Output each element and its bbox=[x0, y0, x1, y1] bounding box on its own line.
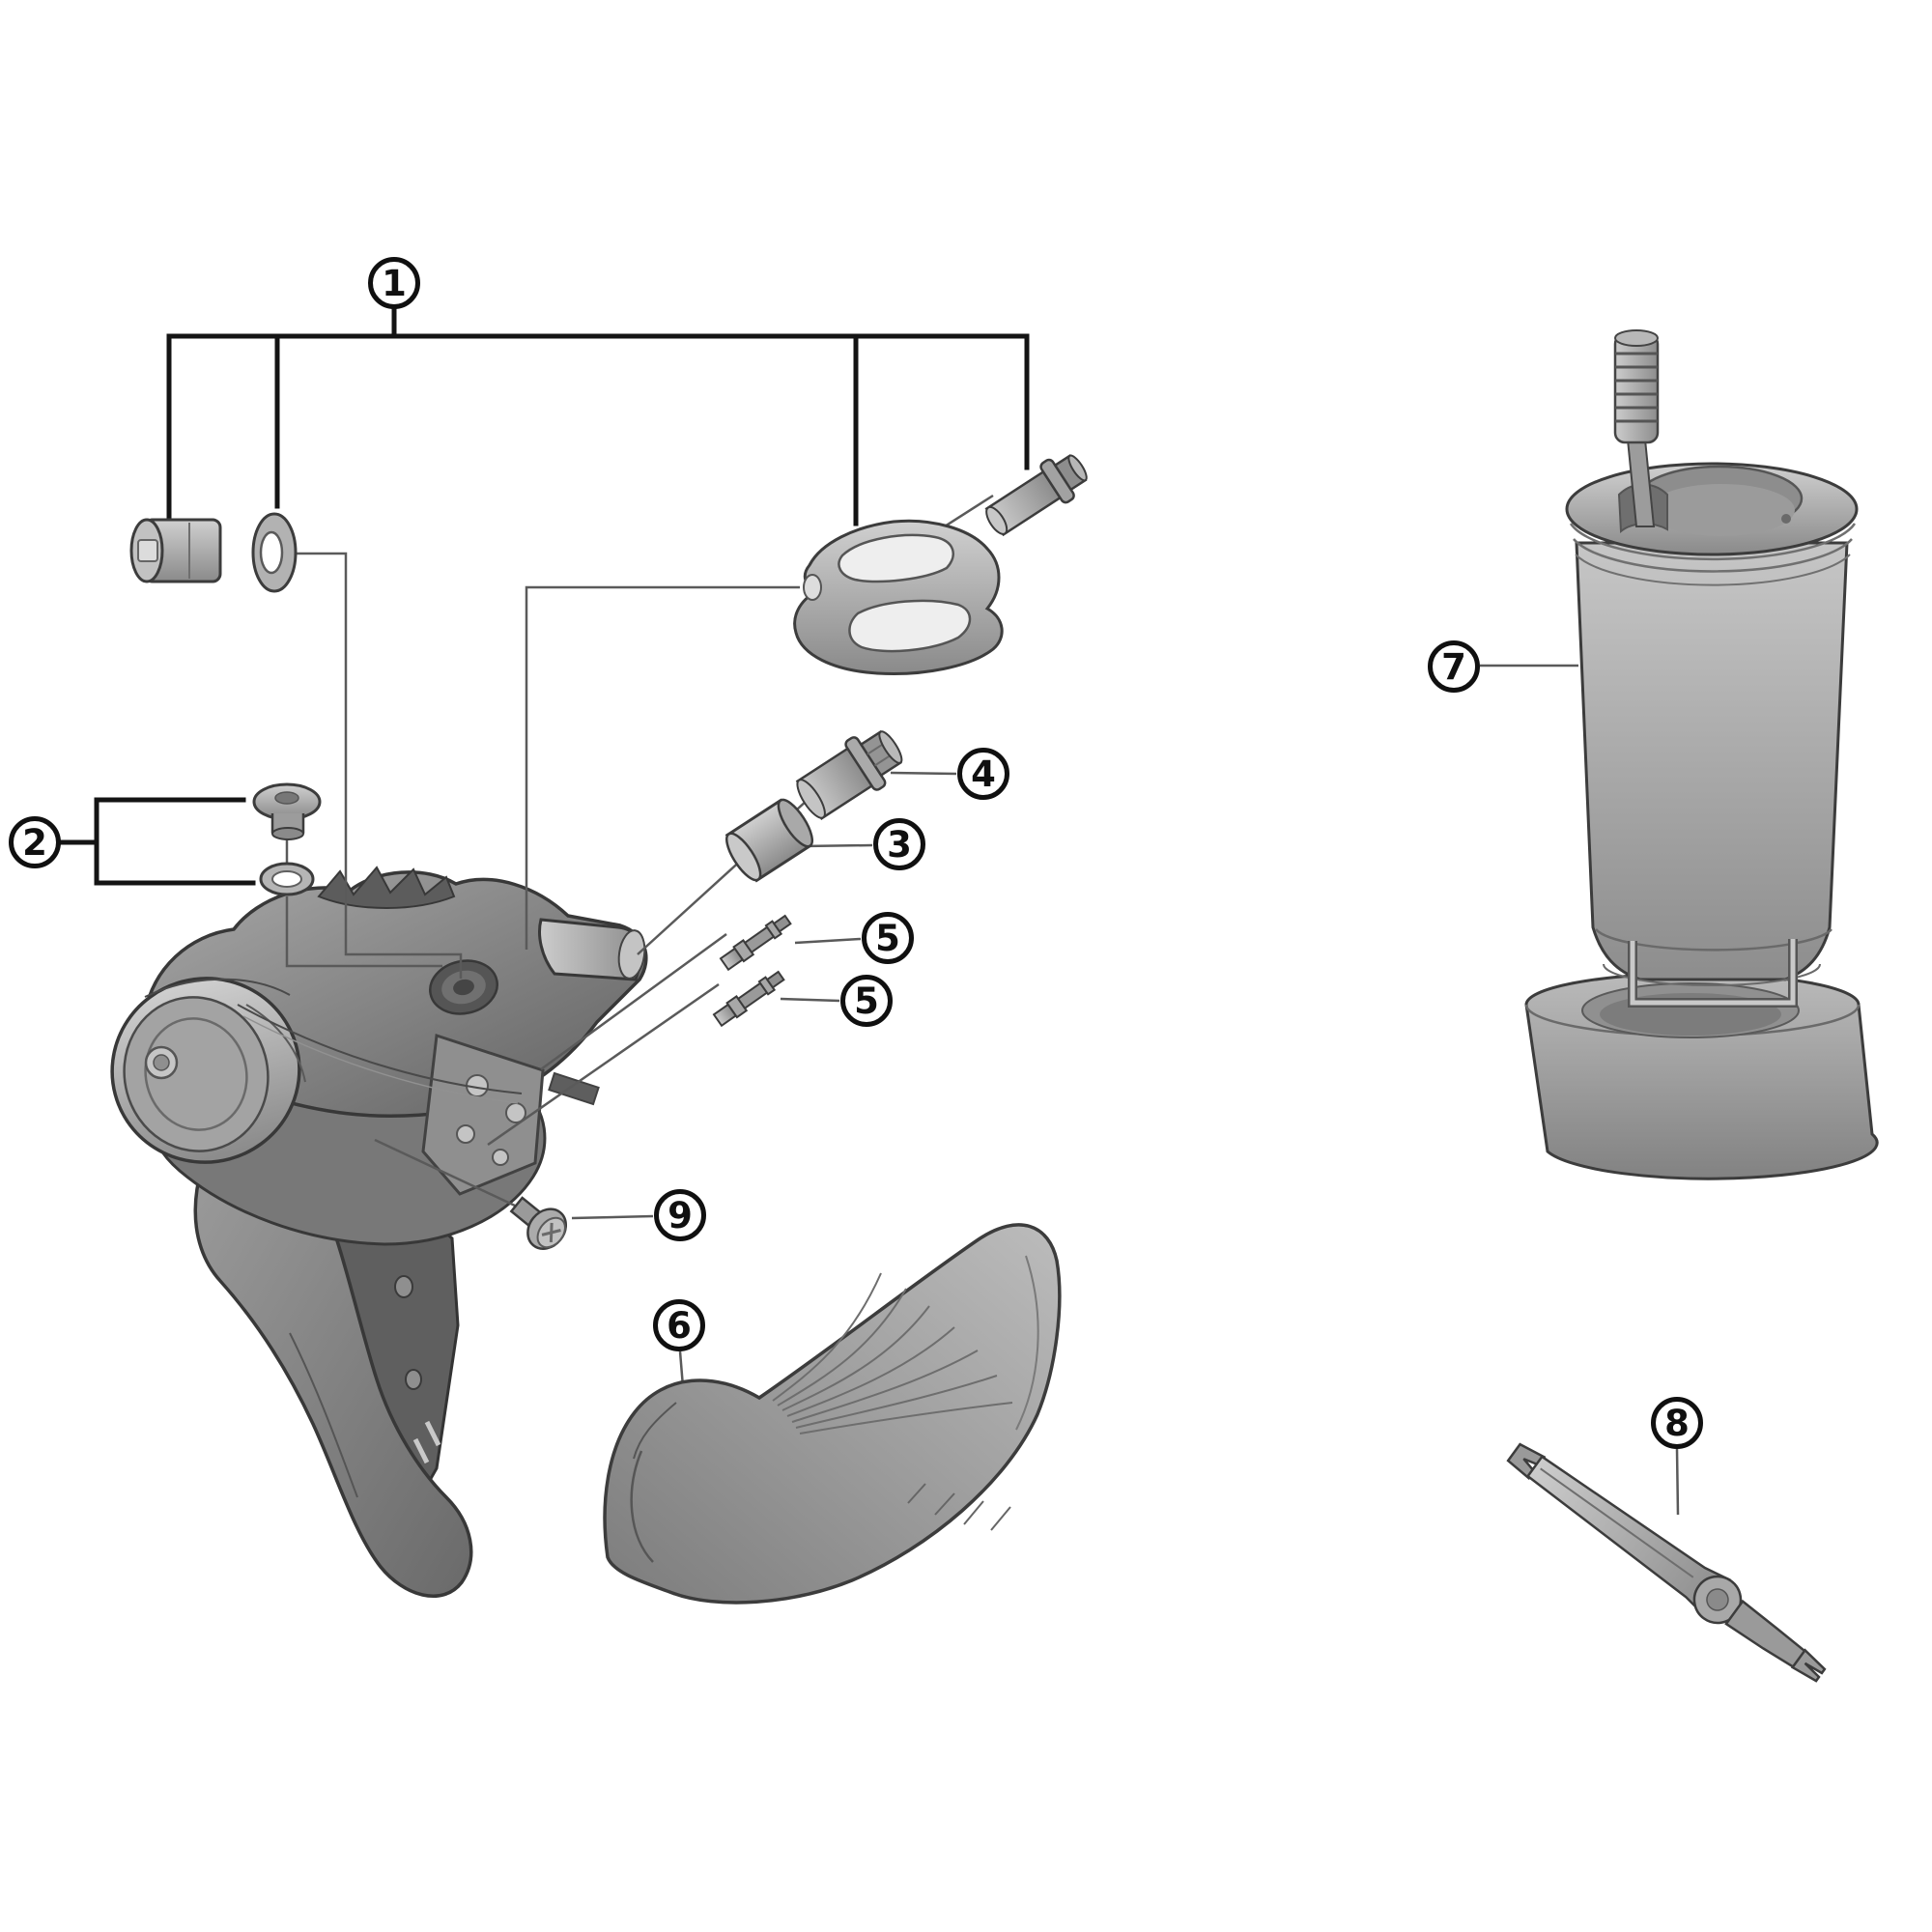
fixing-screw bbox=[509, 1196, 568, 1250]
clamp-bolt bbox=[984, 454, 1088, 537]
callout-bracket-lines bbox=[60, 307, 1030, 886]
leader-item9 bbox=[571, 1214, 654, 1220]
axis-screw9 bbox=[374, 1138, 516, 1208]
leader-clamp-band bbox=[525, 585, 800, 950]
bracket-item2 bbox=[60, 797, 256, 886]
mounting-washer bbox=[251, 512, 298, 593]
hood-grip-dashes bbox=[907, 1483, 1011, 1531]
oil-funnel-unit bbox=[1524, 329, 1879, 1180]
connector-pin-lower bbox=[712, 970, 785, 1028]
side-bracket-plate bbox=[421, 1034, 600, 1196]
leader-lines bbox=[285, 494, 1680, 1516]
mounting-bolt bbox=[129, 518, 222, 583]
leader-item3 bbox=[801, 843, 873, 848]
leader-item4 bbox=[890, 771, 957, 776]
callout-8: 8 bbox=[1651, 1397, 1703, 1449]
connector-pin-upper bbox=[719, 914, 792, 972]
callout-6: 6 bbox=[653, 1299, 705, 1351]
leader-oring bbox=[285, 838, 442, 968]
clamp-boss bbox=[538, 918, 646, 981]
callout-5-upper: 5 bbox=[862, 912, 914, 964]
threaded-bore bbox=[429, 959, 498, 1015]
bleed-rod bbox=[1613, 329, 1660, 527]
callout-2: 2 bbox=[9, 816, 61, 868]
leader-item5-upper bbox=[794, 937, 862, 945]
lever-assembly bbox=[110, 866, 648, 1598]
bracket-cover-hood bbox=[603, 1223, 1062, 1605]
leader-item5-lower bbox=[780, 997, 840, 1003]
bracket-item1 bbox=[166, 307, 1030, 526]
callout-4: 4 bbox=[957, 748, 1009, 800]
leader-washer bbox=[296, 552, 463, 979]
unit-fixing-bolt bbox=[795, 729, 903, 821]
service-tool bbox=[1506, 1442, 1827, 1683]
spacer-bushing bbox=[724, 798, 814, 883]
clamp-band-window-upper bbox=[838, 533, 954, 583]
lever-front-drum bbox=[110, 977, 306, 1164]
clamp-band-window-lower bbox=[848, 599, 972, 653]
axis-pin-upper bbox=[540, 932, 727, 1071]
top-cap bbox=[252, 782, 322, 840]
callout-1: 1 bbox=[368, 257, 420, 309]
cable-curve bbox=[237, 1004, 523, 1094]
hood-ribs bbox=[772, 1272, 1013, 1435]
funnel-cup bbox=[1575, 541, 1849, 981]
leader-item8 bbox=[1675, 1448, 1680, 1516]
axis-pin-lower bbox=[487, 982, 720, 1147]
callout-9: 9 bbox=[654, 1189, 706, 1241]
o-ring bbox=[259, 862, 315, 896]
callout-5-lower: 5 bbox=[840, 975, 893, 1027]
clamp-band bbox=[793, 519, 1004, 675]
brake-lever-blade bbox=[193, 1109, 473, 1598]
clamp-band-bolt-hole bbox=[803, 574, 822, 601]
callout-3: 3 bbox=[873, 818, 925, 870]
callout-7: 7 bbox=[1428, 640, 1480, 693]
